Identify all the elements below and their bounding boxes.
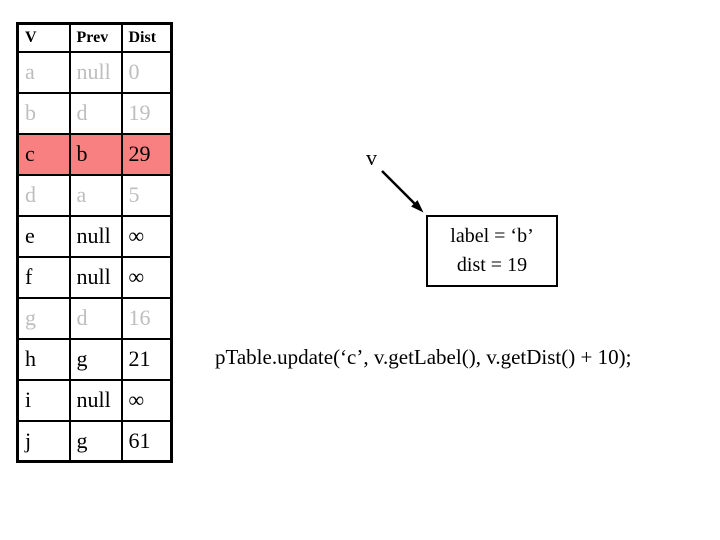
table-row: a null 0 bbox=[16, 50, 173, 94]
vertex-pointer-label: v bbox=[366, 145, 377, 170]
cell-dist: 0 bbox=[120, 50, 173, 94]
cell-prev: null bbox=[68, 378, 123, 422]
cell-dist: 5 bbox=[120, 173, 173, 217]
vertex-dist-line: dist = 19 bbox=[456, 254, 528, 276]
cell-v: a bbox=[16, 50, 71, 94]
cell-dist: 19 bbox=[120, 91, 173, 135]
vertex-label-line: label = ‘b’ bbox=[450, 225, 534, 247]
header-prev: Prev bbox=[68, 22, 123, 53]
cell-v: b bbox=[16, 91, 71, 135]
code-text: pTable.update(‘c’, v.getLabel(), v.getDi… bbox=[215, 345, 632, 369]
cell-dist: 61 bbox=[120, 419, 173, 463]
cell-prev: d bbox=[68, 296, 123, 340]
table-header-row: V Prev Dist bbox=[16, 22, 173, 53]
cell-dist: 29 bbox=[120, 132, 173, 176]
table-row: i null ∞ bbox=[16, 378, 173, 422]
table-row: c b 29 bbox=[16, 132, 173, 176]
cell-prev: null bbox=[68, 50, 123, 94]
table-row: e null ∞ bbox=[16, 214, 173, 258]
header-v: V bbox=[16, 22, 71, 53]
table-row: g d 16 bbox=[16, 296, 173, 340]
table-row: h g 21 bbox=[16, 337, 173, 381]
cell-v: e bbox=[16, 214, 71, 258]
cell-prev: b bbox=[68, 132, 123, 176]
cell-dist: 16 bbox=[120, 296, 173, 340]
cell-prev: d bbox=[68, 91, 123, 135]
priority-table: V Prev Dist a null 0 b d 19 c b 29 d a 5… bbox=[16, 22, 173, 463]
cell-dist: ∞ bbox=[120, 214, 173, 258]
cell-prev: g bbox=[68, 337, 123, 381]
cell-v: i bbox=[16, 378, 71, 422]
cell-dist: 21 bbox=[120, 337, 173, 381]
cell-v: h bbox=[16, 337, 71, 381]
table-row: j g 61 bbox=[16, 419, 173, 463]
cell-prev: g bbox=[68, 419, 123, 463]
vertex-info-box: label = ‘b’ dist = 19 bbox=[426, 215, 558, 287]
table-row: f null ∞ bbox=[16, 255, 173, 299]
cell-v: g bbox=[16, 296, 71, 340]
cell-v: c bbox=[16, 132, 71, 176]
cell-prev: null bbox=[68, 255, 123, 299]
cell-v: j bbox=[16, 419, 71, 463]
cell-v: d bbox=[16, 173, 71, 217]
table-row: d a 5 bbox=[16, 173, 173, 217]
cell-v: f bbox=[16, 255, 71, 299]
cell-prev: a bbox=[68, 173, 123, 217]
cell-prev: null bbox=[68, 214, 123, 258]
cell-dist: ∞ bbox=[120, 378, 173, 422]
table-row: b d 19 bbox=[16, 91, 173, 135]
arrow-icon bbox=[381, 170, 424, 213]
header-dist: Dist bbox=[120, 22, 173, 53]
cell-dist: ∞ bbox=[120, 255, 173, 299]
